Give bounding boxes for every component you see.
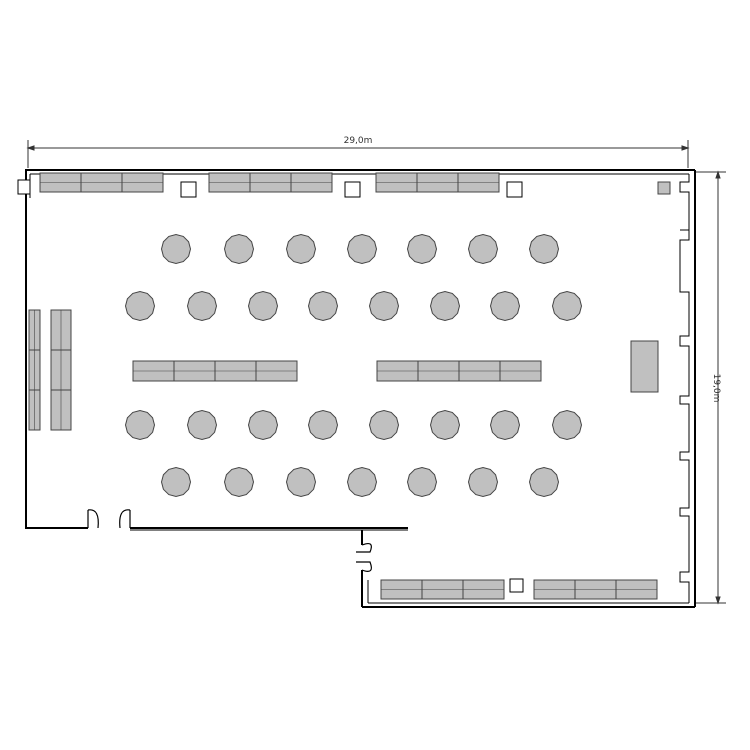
round-table <box>285 466 317 498</box>
round-table <box>160 233 192 265</box>
round-table <box>467 233 499 265</box>
pillar <box>344 181 361 198</box>
corner-column <box>657 181 671 195</box>
round-table <box>307 409 339 441</box>
buffet-tables <box>28 172 658 600</box>
round-table <box>186 290 218 322</box>
round-table <box>406 466 438 498</box>
width-dimension <box>26 140 690 168</box>
round-table <box>124 409 156 441</box>
round-table <box>429 290 461 322</box>
round-table <box>346 466 378 498</box>
round-table <box>160 466 192 498</box>
round-table <box>247 409 279 441</box>
round-table <box>489 409 521 441</box>
height-dimension-label: 19,0m <box>711 374 721 403</box>
entrance-door-middle[interactable] <box>356 542 372 572</box>
entrance-door-left[interactable] <box>87 509 131 529</box>
round-table <box>223 233 255 265</box>
round-table <box>489 290 521 322</box>
round-table <box>186 409 218 441</box>
pillar <box>180 181 197 198</box>
round-table <box>368 409 400 441</box>
round-table <box>406 233 438 265</box>
round-table <box>528 233 560 265</box>
round-table <box>346 233 378 265</box>
pillar <box>506 181 523 198</box>
round-table <box>467 466 499 498</box>
pillars <box>180 181 524 593</box>
round-table <box>124 290 156 322</box>
round-table <box>247 290 279 322</box>
round-table <box>285 233 317 265</box>
pillar <box>509 578 524 593</box>
height-dimension <box>696 170 726 605</box>
corner-column <box>17 179 31 195</box>
round-table <box>223 466 255 498</box>
round-tables <box>124 233 583 498</box>
room-walls <box>25 169 696 608</box>
round-table <box>551 409 583 441</box>
round-table <box>307 290 339 322</box>
round-table <box>368 290 400 322</box>
round-table <box>551 290 583 322</box>
width-dimension-label: 29,0m <box>344 136 373 146</box>
round-table <box>429 409 461 441</box>
round-table <box>528 466 560 498</box>
podium <box>630 340 659 393</box>
